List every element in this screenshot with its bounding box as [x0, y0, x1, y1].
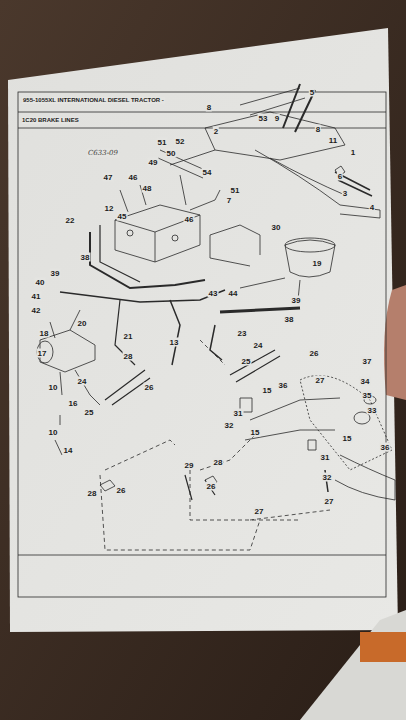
callout-number: 6 [337, 172, 343, 181]
callout-number: 34 [360, 377, 371, 386]
callout-number: 16 [68, 399, 79, 408]
drawing [18, 84, 395, 597]
callout-number: 36 [380, 443, 391, 452]
callout-number: 32 [224, 421, 235, 430]
handwritten-note: C633-09 [87, 149, 119, 158]
callout-number: 37 [362, 357, 373, 366]
callout-number: 42 [31, 306, 42, 315]
callout-number: 53 [258, 114, 269, 123]
callout-number: 35 [362, 391, 373, 400]
callout-number: 19 [312, 259, 323, 268]
callout-number: 23 [237, 329, 248, 338]
callout-number: 32 [322, 473, 333, 482]
section-title: 1C20 BRAKE LINES [22, 117, 79, 124]
callout-number: 8 [206, 103, 212, 112]
callout-number: 15 [342, 434, 353, 443]
callout-number: 22 [65, 216, 76, 225]
callout-number: 13 [169, 338, 180, 347]
callout-number: 51 [230, 186, 241, 195]
callout-number: 31 [233, 409, 244, 418]
callout-number: 39 [50, 269, 61, 278]
callout-number: 15 [262, 386, 273, 395]
callout-number: 14 [63, 446, 74, 455]
callout-number: 52 [175, 137, 186, 146]
callout-number: 48 [142, 184, 153, 193]
callout-number: 7 [226, 196, 232, 205]
callout-number: 26 [116, 486, 127, 495]
callout-number: 44 [228, 289, 239, 298]
callout-number: 12 [104, 204, 115, 213]
callout-number: 18 [39, 329, 50, 338]
callout-number: 2 [213, 127, 219, 136]
callout-number: 33 [367, 406, 378, 415]
callout-number: 26 [144, 383, 155, 392]
callout-number: 11 [328, 136, 338, 145]
callout-number: 38 [80, 253, 91, 262]
callout-number: 25 [84, 408, 95, 417]
callout-number: 30 [271, 223, 282, 232]
callout-number: 38 [284, 315, 295, 324]
callout-number: 4 [369, 203, 375, 212]
callout-number: 51 [157, 138, 168, 147]
callout-number: 8 [315, 125, 321, 134]
callout-number: 27 [315, 376, 326, 385]
callout-number: 9 [274, 114, 280, 123]
callout-number: 50 [166, 149, 177, 158]
callout-number: 25 [241, 357, 252, 366]
callout-number: 43 [208, 289, 219, 298]
callout-number: 31 [320, 453, 331, 462]
callout-number: 36 [278, 381, 289, 390]
callout-number: 45 [117, 212, 128, 221]
callout-number: 26 [206, 482, 217, 491]
callout-number: 21 [123, 332, 134, 341]
callout-number: 40 [35, 278, 46, 287]
callout-number: 27 [324, 497, 335, 506]
hand [384, 285, 406, 400]
callout-number: 54 [202, 168, 213, 177]
callout-number: 28 [87, 489, 98, 498]
callout-number: 39 [291, 296, 302, 305]
callout-number: 46 [184, 215, 195, 224]
callout-number: 10 [48, 428, 59, 437]
callout-number: 3 [342, 189, 348, 198]
lower-pages [300, 610, 406, 720]
callout-number: 49 [148, 158, 159, 167]
callout-number: 46 [128, 173, 139, 182]
callout-number: 5 [309, 88, 315, 97]
callout-number: 26 [309, 349, 320, 358]
page-tab [360, 632, 406, 662]
callout-number: 17 [37, 349, 48, 358]
callout-number: 28 [213, 458, 224, 467]
callout-number: 29 [184, 461, 195, 470]
callout-number: 20 [77, 319, 88, 328]
callout-number: 47 [103, 173, 114, 182]
callout-number: 27 [254, 507, 265, 516]
manual-page [8, 28, 398, 632]
header-text: 955-1055XL INTERNATIONAL DIESEL TRACTOR … [22, 97, 165, 104]
callout-number: 10 [48, 383, 59, 392]
callout-number: 24 [77, 377, 88, 386]
callout-number: 28 [123, 352, 134, 361]
callout-number: 15 [250, 428, 261, 437]
callout-number: 1 [350, 148, 356, 157]
callout-number: 24 [253, 341, 264, 350]
callout-number: 41 [31, 292, 42, 301]
